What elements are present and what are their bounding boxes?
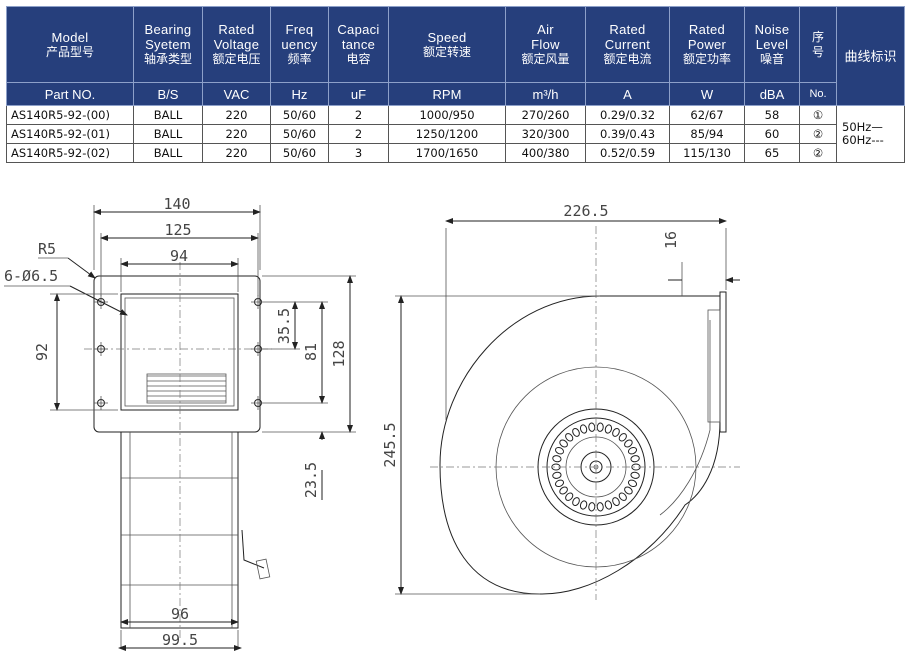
outlet-opening [120,293,239,411]
outlet-louver [146,373,227,404]
dim-35-5: 35.5 [275,308,293,344]
scroll-housing [439,295,721,595]
blade-hole [559,439,568,448]
blade-hole [565,433,574,442]
dim-holes: 6-Ø6.5 [4,267,58,285]
blower-body [120,431,239,629]
dim-16: 16 [662,231,680,249]
unit-capacitance: uF [328,82,389,106]
blade-hole [618,492,627,501]
blade-hole [565,492,574,501]
cell: 320/300 [505,124,586,144]
cell: 50/60 [270,124,329,144]
legend-60hz: 60Hz--- [842,133,884,147]
cell: 0.39/0.43 [585,124,670,144]
blade-hole [596,502,604,512]
blade-hole [624,486,633,495]
blade-hole [604,500,613,510]
cell: ② [799,124,837,144]
blade-hole [588,502,596,512]
cell: ② [799,143,837,163]
dim-125: 125 [164,221,191,239]
blade-hole [618,433,627,442]
unit-bearing: B/S [133,82,203,106]
blade-hole [630,471,640,479]
legend-50hz: 50Hz— [842,120,883,134]
blade-hole [627,479,638,488]
unit-noise: dBA [744,82,800,106]
blade-hole [612,497,620,507]
blade-hole [572,497,580,507]
cell: 115/130 [669,143,745,163]
unit-voltage: VAC [202,82,271,106]
dim-99-5: 99.5 [162,631,198,649]
unit-speed: RPM [388,82,506,106]
dim-23-5: 23.5 [302,462,320,498]
flange-plate [93,275,261,433]
outlet-flange [719,291,727,433]
cell: 1700/1650 [388,143,506,163]
blade-hole [579,424,588,434]
cell: 1000/950 [388,105,506,125]
front-view: 140 125 94 R5 6-Ø6.5 92 35.5 81 [4,195,356,651]
dim-r5: R5 [38,240,56,258]
blade-hole [604,424,613,434]
blade-hole [572,427,580,437]
dim-94: 94 [170,247,188,265]
dim-245-5: 245.5 [381,422,399,467]
dim-128: 128 [330,340,348,367]
dim-92: 92 [33,343,51,361]
cell: 58 [744,105,800,125]
dim-226-5: 226.5 [563,202,608,220]
cell: 0.29/0.32 [585,105,670,125]
table-row: AS140R5-92-(00) BALL 220 50/60 2 1000/95… [6,105,905,163]
blade-hole [596,422,604,432]
header-curve: 曲线标识 [836,6,905,106]
cell: AS140R5-92-(02) [6,143,134,163]
blade-hole [624,439,633,448]
mounting-holes [94,295,265,410]
dim-96: 96 [171,605,189,623]
blade-hole [554,479,565,488]
curve-legend: 50Hz— 60Hz--- [836,105,905,163]
dim-81: 81 [302,343,320,361]
unit-number: No. [799,82,837,106]
cell: BALL [133,143,203,163]
blade-hole [627,446,638,455]
table-row: AS140R5-92-(02) BALL 220 50/60 3 1700/16… [6,143,905,163]
cell: 50/60 [270,143,329,163]
power-cable [241,529,265,569]
blade-hole [579,500,588,510]
blade-hole [630,455,640,463]
cell: 270/260 [505,105,586,125]
blade-hole [612,427,620,437]
blade-hole [552,455,562,463]
blade-hole [559,486,568,495]
unit-airflow: m³/h [505,82,586,106]
dim-140: 140 [163,195,190,213]
cell: 65 [744,143,800,163]
blade-hole [554,446,565,455]
impeller-blades [551,422,641,512]
cell: 62/67 [669,105,745,125]
side-view: 226.5 16 245.5 [381,202,740,600]
blade-hole [552,471,562,479]
cell: 0.52/0.59 [585,143,670,163]
blade-hole [588,422,596,432]
